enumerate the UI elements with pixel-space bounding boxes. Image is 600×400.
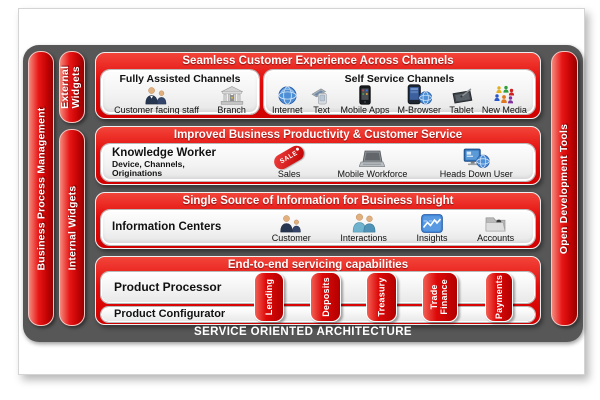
channel-item: Tablet	[449, 88, 474, 115]
internal-widgets-label: Internal Widgets	[66, 185, 78, 270]
tab-lending: Lending	[254, 272, 284, 322]
smartphone-icon	[359, 85, 371, 105]
insight-item: Customer	[272, 214, 311, 243]
insight-item: Interactions	[340, 213, 387, 243]
channel-item-label: Customer facing staff	[114, 105, 200, 115]
architecture-frame: Business Process Management External Wid…	[23, 45, 583, 342]
text-device-icon	[310, 87, 332, 105]
interactions-people-icon	[350, 213, 378, 233]
channel-item: M-Browser	[397, 84, 441, 115]
productivity-item-label: Heads Down User	[439, 168, 513, 179]
channel-item: Branch	[217, 86, 246, 115]
insight-item-label: Accounts	[477, 232, 515, 243]
section-insight-title: Single Source of Information for Busines…	[182, 195, 454, 207]
channel-item-label: Tablet	[449, 105, 474, 115]
productivity-item: Heads Down User	[440, 148, 513, 179]
customer-pair-icon	[277, 214, 305, 233]
slide-page: Business Process Management External Wid…	[18, 8, 585, 375]
channel-item: Internet	[272, 86, 303, 115]
product-configurator-label: Product Configurator	[114, 308, 226, 320]
external-widgets-bar: External Widgets	[59, 51, 85, 123]
fully-assisted-title: Fully Assisted Channels	[119, 73, 241, 85]
knowledge-worker-sub2: Originations	[112, 168, 163, 178]
productivity-item: Mobile Workforce	[337, 150, 408, 179]
channel-item-label: Mobile Apps	[340, 105, 390, 115]
tab-payments-label: Payments	[494, 274, 504, 320]
knowledge-worker-title: Knowledge Worker	[112, 146, 216, 159]
tab-treasury: Treasury	[366, 272, 397, 322]
soa-footer: SERVICE ORIENTED ARCHITECTURE	[194, 326, 412, 338]
section-insight: Single Source of Information for Busines…	[95, 192, 541, 249]
channel-item-label: Internet	[271, 105, 303, 115]
workstation-globe-icon	[463, 148, 490, 169]
tab-deposits: Deposits	[310, 272, 341, 322]
section-channels: Seamless Customer Experience Across Chan…	[95, 52, 541, 119]
tab-trade-finance: Trade Finance	[422, 272, 458, 322]
channel-item-label: M-Browser	[397, 105, 441, 115]
business-process-management-label: Business Process Management	[35, 107, 47, 270]
self-service-card: Self Service Channels	[263, 69, 536, 115]
channel-item-label: Text	[313, 105, 330, 115]
open-development-tools-label: Open Development Tools	[558, 123, 571, 254]
information-centers-title: Information Centers	[112, 221, 222, 233]
channel-item: Text	[310, 87, 332, 115]
insight-item-label: Customer	[271, 232, 311, 243]
channel-item-label: New Media	[481, 105, 527, 115]
open-development-tools-bar: Open Development Tools	[551, 51, 578, 326]
folder-person-icon	[484, 214, 507, 233]
customer-facing-staff-icon	[142, 86, 172, 105]
tab-payments: Payments	[485, 272, 513, 322]
productivity-card: Knowledge Worker Device, Channels, Origi…	[100, 143, 536, 182]
tab-lending-label: Lending	[264, 278, 274, 316]
tab-deposits-label: Deposits	[320, 277, 331, 317]
channels-cards-row: Fully Assisted Channels	[100, 69, 536, 115]
productivity-item: SALE Sales	[271, 143, 307, 179]
channel-item-label: Branch	[217, 105, 246, 115]
product-processor-label: Product Processor	[114, 280, 222, 294]
insight-item: Insights	[416, 213, 448, 243]
section-channels-title: Seamless Customer Experience Across Chan…	[182, 55, 454, 67]
main-column: Seamless Customer Experience Across Chan…	[95, 52, 541, 325]
internal-widgets-bar: Internal Widgets	[59, 129, 85, 326]
productivity-item-label: Mobile Workforce	[337, 168, 408, 179]
internet-globe-icon	[278, 86, 297, 105]
branch-icon	[220, 86, 244, 105]
section-productivity-title: Improved Business Productivity & Custome…	[173, 129, 463, 141]
phone-globe-icon	[407, 84, 432, 105]
tablet-stylus-icon	[449, 88, 474, 105]
channel-item: New Media	[482, 85, 527, 115]
section-servicing-title: End-to-end servicing capabilities	[227, 259, 409, 271]
productivity-item-label: Sales	[277, 168, 301, 179]
insight-card: Information Centers	[100, 209, 536, 246]
laptop-icon	[359, 150, 386, 169]
knowledge-worker-block: Knowledge Worker Device, Channels, Origi…	[103, 147, 253, 179]
information-centers-block: Information Centers	[103, 221, 253, 234]
knowledge-worker-sub1: Device, Channels,	[112, 158, 185, 169]
business-process-management-bar: Business Process Management	[28, 51, 54, 326]
insight-item-label: Insights	[416, 232, 448, 243]
fully-assisted-card: Fully Assisted Channels	[100, 69, 260, 115]
tab-trade-finance-label: Trade Finance	[429, 279, 449, 315]
channel-item: Customer facing staff	[114, 86, 199, 115]
tab-treasury-label: Treasury	[376, 277, 387, 317]
external-widgets-label: External Widgets	[59, 65, 84, 109]
sale-tag-icon: SALE	[271, 143, 307, 172]
insight-item-label: Interactions	[340, 232, 387, 243]
people-cluster-icon	[493, 85, 515, 105]
channel-item: Mobile Apps	[340, 85, 389, 115]
chart-screen-icon	[421, 213, 443, 233]
self-service-title: Self Service Channels	[344, 73, 455, 85]
section-servicing: End-to-end servicing capabilities Produc…	[95, 256, 541, 325]
section-productivity: Improved Business Productivity & Custome…	[95, 126, 541, 185]
insight-item: Accounts	[477, 214, 514, 243]
